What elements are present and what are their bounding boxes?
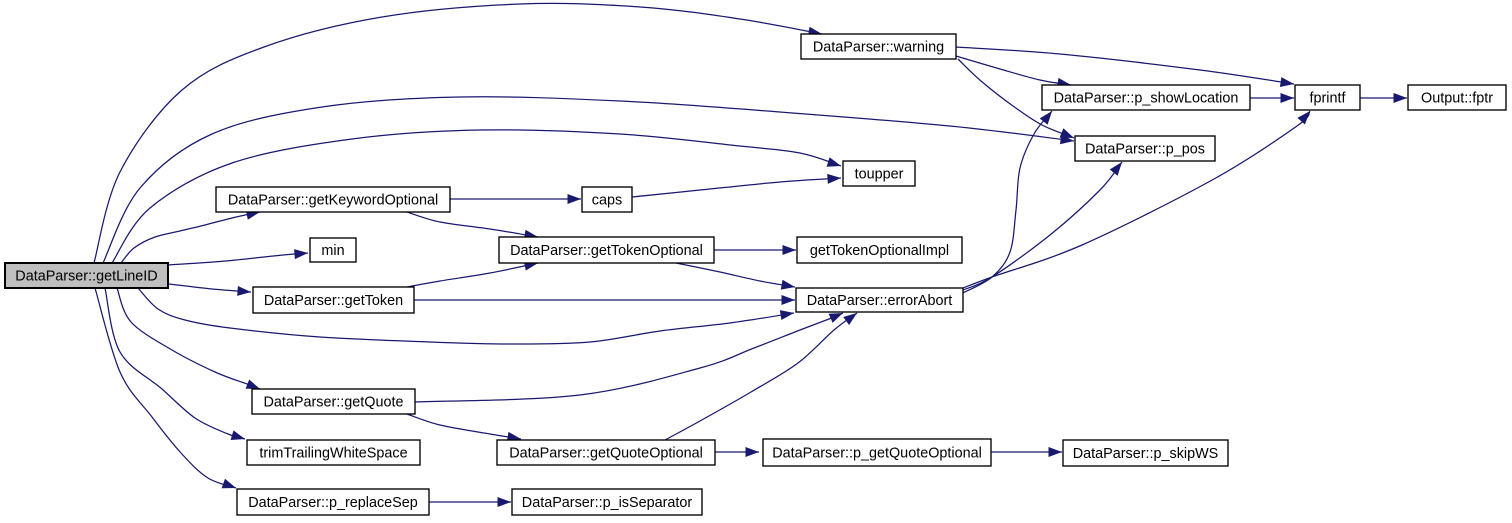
svg-text:DataParser::p_showLocation: DataParser::p_showLocation (1054, 90, 1239, 106)
svg-text:getTokenOptionalImpl: getTokenOptionalImpl (810, 243, 949, 259)
svg-text:DataParser::getLineID: DataParser::getLineID (15, 268, 157, 284)
svg-text:caps: caps (592, 192, 622, 208)
svg-text:trimTrailingWhiteSpace: trimTrailingWhiteSpace (259, 445, 407, 461)
svg-text:DataParser::getTokenOptional: DataParser::getTokenOptional (510, 243, 703, 259)
svg-text:Output::fptr: Output::fptr (1421, 90, 1493, 106)
svg-text:DataParser::p_skipWS: DataParser::p_skipWS (1073, 446, 1219, 462)
svg-text:fprintf: fprintf (1310, 90, 1347, 106)
svg-text:toupper: toupper (855, 166, 904, 182)
svg-text:DataParser::p_pos: DataParser::p_pos (1085, 141, 1205, 157)
svg-text:DataParser::getToken: DataParser::getToken (264, 293, 403, 309)
svg-text:DataParser::errorAbort: DataParser::errorAbort (807, 293, 953, 309)
svg-text:DataParser::getKeywordOptional: DataParser::getKeywordOptional (228, 192, 438, 208)
svg-text:DataParser::warning: DataParser::warning (813, 39, 944, 55)
svg-text:DataParser::p_getQuoteOptional: DataParser::p_getQuoteOptional (772, 445, 982, 461)
svg-text:DataParser::getQuoteOptional: DataParser::getQuoteOptional (509, 445, 703, 461)
svg-text:DataParser::p_replaceSep: DataParser::p_replaceSep (248, 495, 418, 511)
svg-text:DataParser::p_isSeparator: DataParser::p_isSeparator (522, 495, 693, 511)
svg-text:min: min (321, 243, 344, 259)
svg-text:DataParser::getQuote: DataParser::getQuote (264, 394, 404, 410)
